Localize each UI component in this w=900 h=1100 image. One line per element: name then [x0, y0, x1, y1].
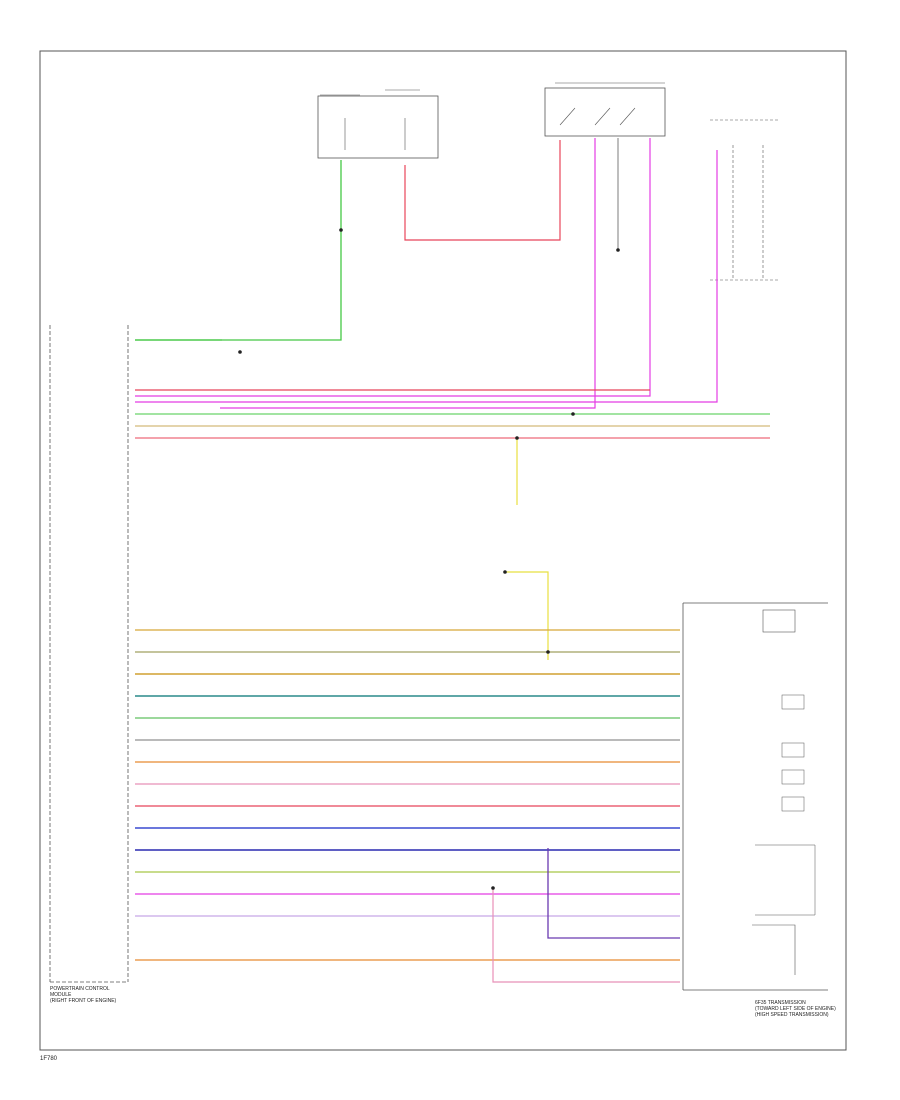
- wire-magenta-range-switch-2: [135, 138, 651, 397]
- wire-violet-ground: [547, 848, 680, 939]
- stoplamp-switch-connector: [710, 119, 780, 281]
- pcm-label-line-1: POWERTRAIN CONTROL: [50, 986, 110, 992]
- diagram-footer-code: 1F780: [40, 1056, 58, 1062]
- wire-green-battery-feed: [135, 160, 342, 341]
- tcm-label-line-2: (TOWARD LEFT SIDE OF ENGINE): [755, 1006, 836, 1012]
- splice-dot: [339, 228, 343, 232]
- tcm-label-line-3: (HIGH SPEED TRANSMISSION): [755, 1012, 829, 1018]
- transmission-connector-box: [682, 602, 828, 991]
- wire-yellow-sensor-2: [505, 571, 549, 660]
- pcm-label-line-2: MODULE: [50, 992, 72, 998]
- wire-red-range-switch-loop: [404, 140, 561, 241]
- splice-dot: [616, 248, 620, 252]
- pcm-label-line-3: (RIGHT FRONT OF ENGINE): [50, 998, 117, 1004]
- tcm-label-line-1: 6F35 TRANSMISSION: [755, 1000, 806, 1006]
- wire-pink-return: [492, 888, 680, 983]
- battery-junction-box: [317, 89, 439, 159]
- transmission-range-switch: [544, 82, 666, 137]
- splice-dot: [546, 650, 550, 654]
- wire-magenta-range-switch-1: [220, 138, 596, 409]
- splice-dot: [571, 412, 575, 416]
- wire-magenta-stoplamp: [135, 150, 718, 403]
- powertrain-control-module: [49, 325, 129, 983]
- splice-dot: [503, 570, 507, 574]
- diagram-border: [39, 50, 847, 1051]
- splice-dot: [491, 886, 495, 890]
- splice-dot: [238, 350, 242, 354]
- splice-dot: [515, 436, 519, 440]
